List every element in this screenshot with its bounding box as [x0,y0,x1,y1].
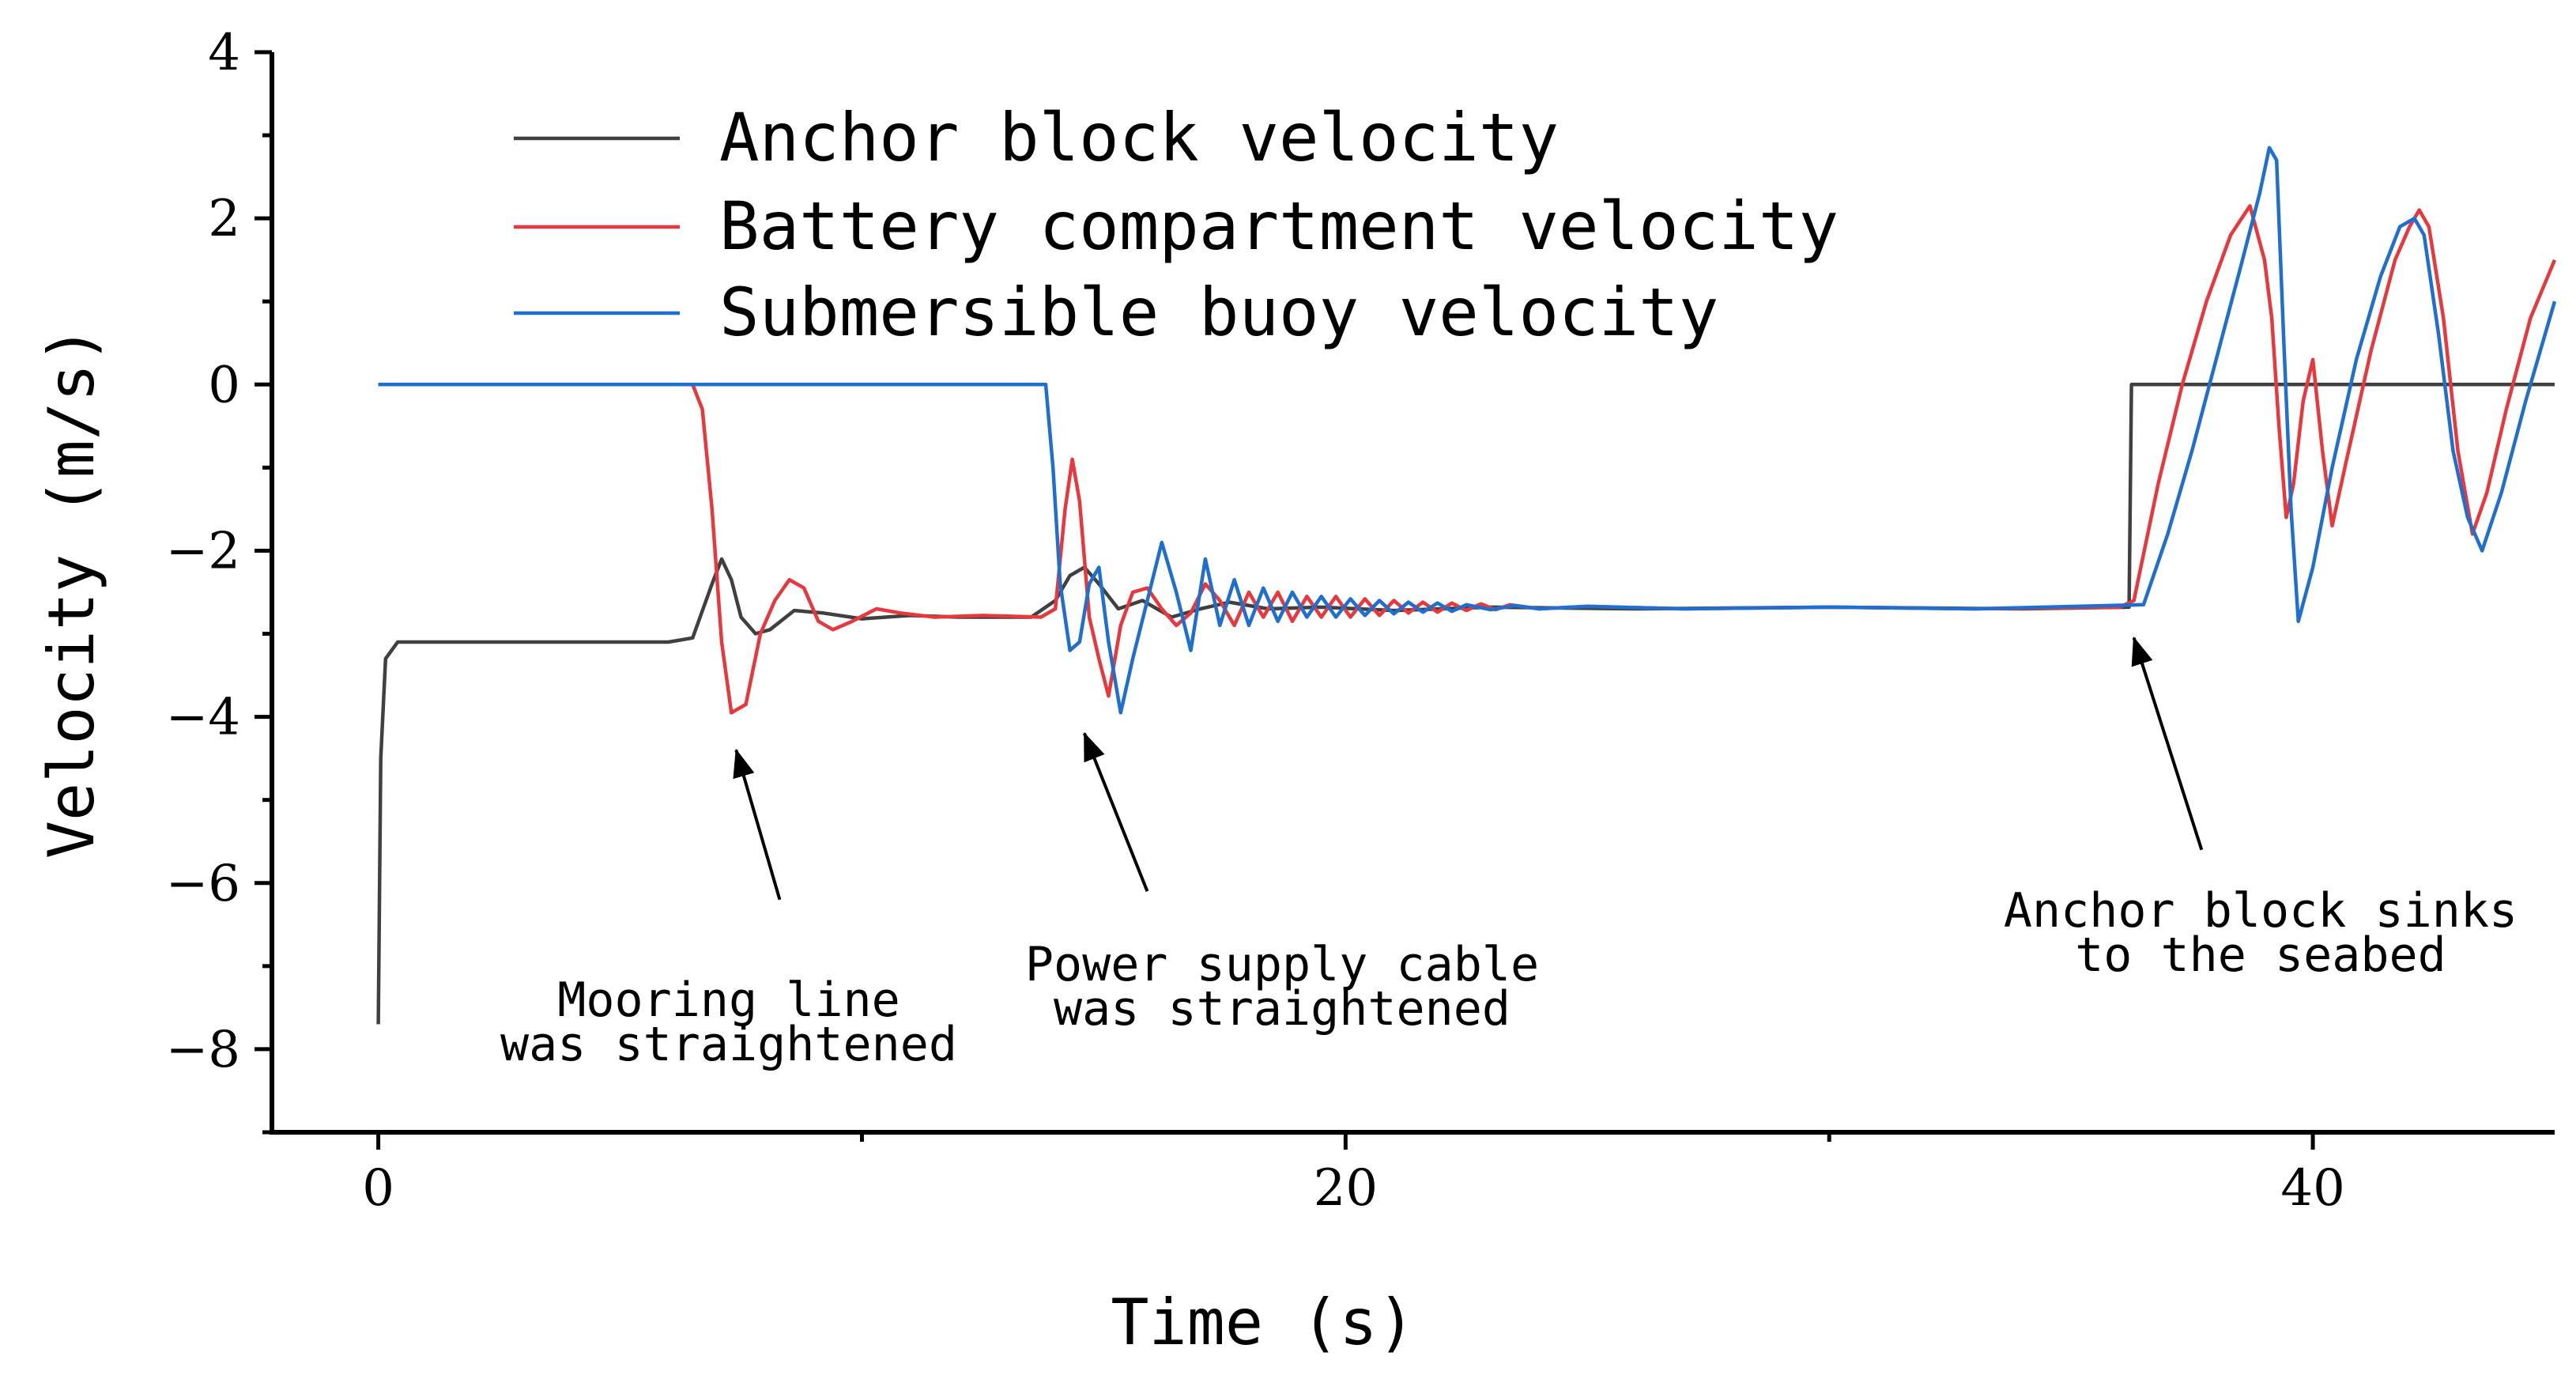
x-tick-label: 20 [1314,1159,1378,1218]
y-tick-label: 2 [208,190,240,248]
y-tick-label: −2 [166,522,240,580]
annotation-label: to the seabed [2075,927,2446,983]
y-tick-label: −4 [166,689,240,747]
y-tick-label: −6 [166,855,240,913]
x-axis-title: Time (s) [1111,1286,1415,1359]
legend-label-2: Battery compartment velocity [719,187,1839,265]
x-tick-label: 0 [362,1159,394,1218]
annotation-arrow [1083,731,1149,893]
series-line-3 [378,145,2557,715]
annotation-label: was straightened [500,1017,957,1072]
y-axis-title: Velocity (m/s) [35,326,108,859]
annotation-arrow [733,748,782,901]
y-tick-label: 0 [208,356,240,414]
annotation-arrow [2131,636,2204,851]
x-tick-label: 40 [2280,1159,2344,1218]
y-tick-label: 4 [208,24,240,82]
annotation-label: Power supply cable [1025,937,1539,992]
annotation-label: Anchor block sinks [2004,883,2518,939]
annotation-label: Mooring line [557,973,900,1028]
legend-label-3: Submersible buoy velocity [719,274,1718,351]
y-tick-label: −8 [166,1021,240,1079]
annotation-label: was straightened [1054,981,1511,1037]
series-lines [376,145,2557,1025]
legend-label-1: Anchor block velocity [719,99,1559,176]
